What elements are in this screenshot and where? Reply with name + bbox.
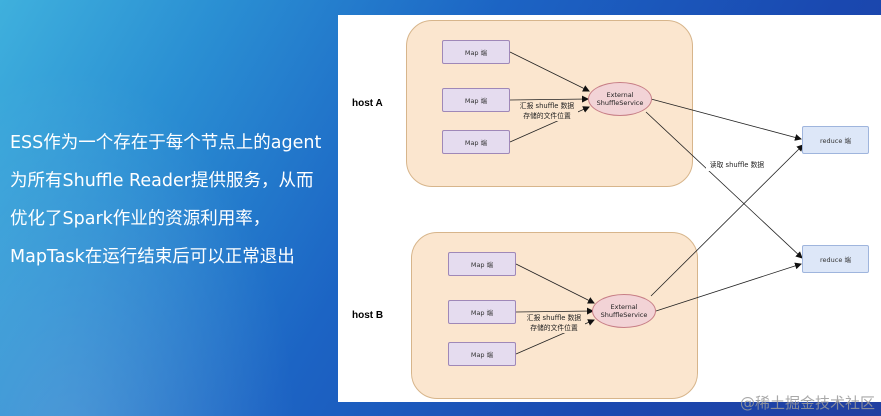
map-box-b2: Map 端 — [448, 300, 516, 324]
ess-b-line1: External — [610, 303, 638, 311]
report-b-line2: 存储的文件位置 — [530, 323, 578, 332]
ess-node-b: External ShuffleService — [592, 294, 656, 328]
diagram-arrows — [509, 51, 804, 355]
map-box-a1: Map 端 — [442, 40, 510, 64]
reduce-box-1: reduce 端 — [802, 126, 869, 154]
report-b-line1: 汇报 shuffle 数据 — [526, 314, 582, 322]
reduce-box-2: reduce 端 — [802, 245, 869, 273]
background-glow — [0, 0, 340, 416]
diagram-panel: host A host B Map 端 Map 端 Map 端 Map 端 Ma… — [338, 15, 881, 402]
map-box-a3: Map 端 — [442, 130, 510, 154]
map-box-a2: Map 端 — [442, 88, 510, 112]
arrow-map-a2-to-ess-a — [509, 95, 589, 103]
report-note-b: 汇报 shuffle 数据 存储的文件位置 — [523, 314, 585, 333]
host-b-label: host B — [352, 310, 384, 321]
arrow-map-a1-to-ess-a — [509, 51, 590, 92]
ess-a-line1: External — [606, 91, 634, 99]
arrow-ess-a-to-reduce-1 — [650, 98, 802, 141]
host-a-label: host A — [352, 98, 383, 109]
arrow-map-b1-to-ess-b — [515, 263, 595, 304]
map-box-b3: Map 端 — [448, 342, 516, 366]
caption-line-4: MapTask在运行结束后可以正常退出 — [10, 247, 295, 267]
report-a-line1: 汇报 shuffle 数据 — [519, 102, 575, 110]
caption-line-1: ESS作为一个存在于每个节点上的agent — [10, 133, 322, 153]
arrow-map-b2-to-ess-b — [515, 307, 594, 315]
ess-a-line2: ShuffleService — [596, 99, 644, 107]
read-shuffle-label: 读取 shuffle 数据 — [706, 161, 768, 171]
map-box-b1: Map 端 — [448, 252, 516, 276]
arrow-ess-b-to-reduce-2 — [655, 262, 802, 312]
caption-line-3: 优化了Spark作业的资源利用率， — [10, 209, 271, 229]
caption-text: ESS作为一个存在于每个节点上的agent 为所有Shuffle Reader提… — [10, 128, 330, 280]
report-a-line2: 存储的文件位置 — [523, 111, 571, 120]
arrow-ess-a-to-reduce-2 — [645, 111, 803, 259]
ess-b-line2: ShuffleService — [600, 311, 648, 319]
arrow-ess-b-to-reduce-1 — [650, 144, 804, 297]
ess-node-a: External ShuffleService — [588, 82, 652, 116]
caption-line-2: 为所有Shuffle Reader提供服务，从而 — [10, 171, 314, 191]
report-note-a: 汇报 shuffle 数据 存储的文件位置 — [516, 102, 578, 121]
watermark: @稀土掘金技术社区 — [739, 394, 875, 412]
